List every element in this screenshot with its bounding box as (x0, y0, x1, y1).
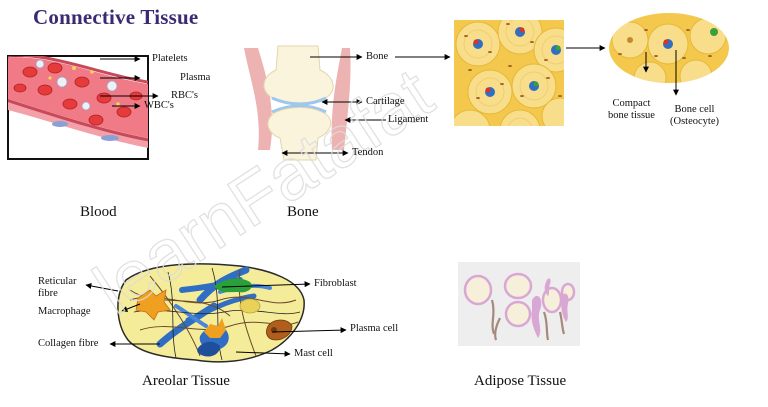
label-fibroblast: Fibroblast (314, 278, 357, 289)
label-platelets: Platelets (152, 53, 188, 64)
knee-joint-illustration (244, 45, 386, 161)
adipose-tissue-illustration (458, 262, 580, 346)
compact-bone-ellipse-illustration (609, 13, 729, 96)
label-cartilage: Cartilage (366, 96, 405, 107)
blood-vessel-illustration (7, 55, 159, 160)
label-reticular-fibre: Reticular fibre (38, 276, 77, 299)
label-macrophage: Macrophage (38, 306, 91, 317)
label-rbc: RBC's (171, 90, 198, 101)
caption-areolar: Areolar Tissue (142, 373, 230, 389)
label-tendon: Tendon (352, 147, 384, 158)
label-mast-cell: Mast cell (294, 348, 333, 359)
label-plasma-cell: Plasma cell (350, 323, 399, 334)
label-ligament: Ligament (388, 114, 429, 125)
label-bone-cell: Bone cell (Osteocyte) (670, 104, 719, 127)
caption-blood: Blood (80, 204, 117, 220)
label-bone: Bone (366, 51, 389, 62)
label-wbc: WBC's (144, 100, 174, 111)
compact-bone-square-illustration (454, 20, 606, 126)
caption-bone: Bone (287, 204, 319, 220)
areolar-tissue-illustration (85, 263, 347, 363)
label-compact-bone: Compact bone tissue (608, 98, 655, 121)
label-collagen-fibre: Collagen fibre (38, 338, 99, 349)
label-plasma: Plasma (180, 72, 211, 83)
page-title: Connective Tissue (33, 5, 199, 29)
caption-adipose: Adipose Tissue (474, 373, 567, 389)
